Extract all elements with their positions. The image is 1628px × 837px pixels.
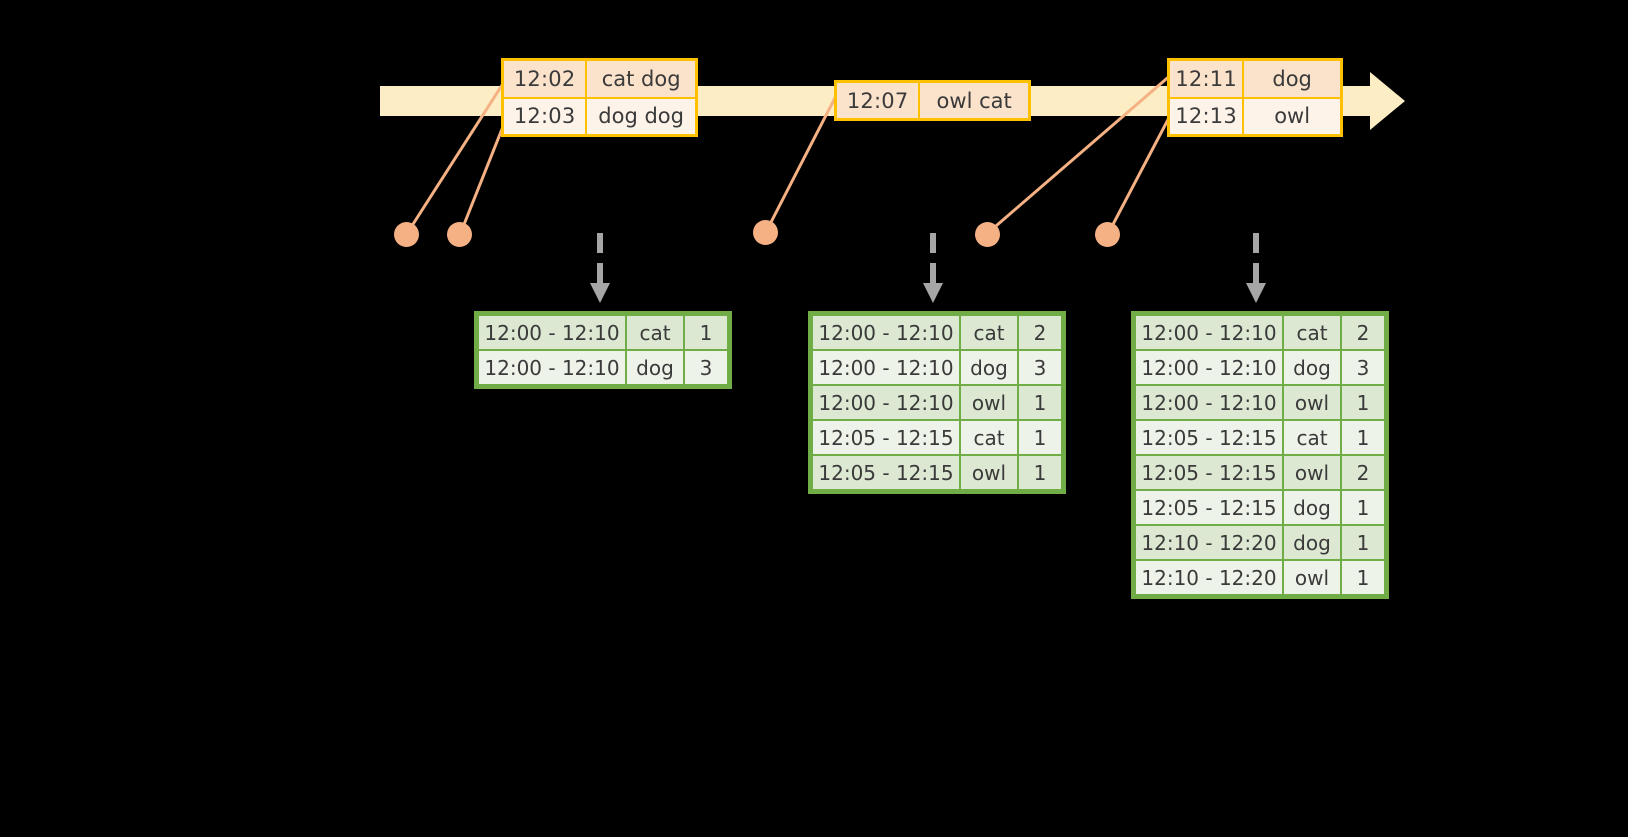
count-cell: 1 [1019, 456, 1061, 489]
word-cell: owl [961, 456, 1017, 489]
event-marker-dot[interactable] [394, 222, 419, 247]
count-cell: 1 [685, 316, 727, 349]
window-cell: 12:00 - 12:10 [479, 351, 625, 384]
event-time: 12:13 [1170, 98, 1245, 134]
word-cell: owl [1284, 456, 1340, 489]
window-cell: 12:05 - 12:15 [1136, 491, 1282, 524]
event-marker-dot[interactable] [447, 222, 472, 247]
dashed-down-arrow-icon [923, 233, 943, 303]
event-marker-dot[interactable] [975, 222, 1000, 247]
word-cell: cat [1284, 421, 1340, 454]
event-row: 12:07 owl cat [837, 83, 1028, 118]
count-cell: 1 [1342, 561, 1384, 594]
count-cell: 1 [1019, 421, 1061, 454]
word-cell: dog [1284, 351, 1340, 384]
event-marker-dot[interactable] [753, 220, 778, 245]
count-cell: 1 [1342, 491, 1384, 524]
word-cell: cat [961, 316, 1017, 349]
event-time: 12:11 [1170, 61, 1245, 97]
window-cell: 12:00 - 12:10 [479, 316, 625, 349]
window-cell: 12:00 - 12:10 [813, 316, 959, 349]
window-cell: 12:00 - 12:10 [1136, 351, 1282, 384]
window-cell: 12:00 - 12:10 [813, 386, 959, 419]
event-row: 12:02 cat dog [504, 61, 695, 97]
window-cell: 12:10 - 12:20 [1136, 526, 1282, 559]
word-cell: dog [961, 351, 1017, 384]
event-box-group-3[interactable]: 12:11 dog 12:13 owl [1167, 58, 1343, 137]
event-row: 12:11 dog [1170, 61, 1340, 97]
dashed-down-arrow-icon [1246, 233, 1266, 303]
word-cell: cat [961, 421, 1017, 454]
event-words: owl [1274, 104, 1311, 129]
window-cell: 12:05 - 12:15 [1136, 456, 1282, 489]
event-time: 12:07 [837, 83, 921, 118]
timeline-arrow-head-icon [1370, 72, 1405, 130]
count-cell: 3 [685, 351, 727, 384]
event-box-group-1[interactable]: 12:02 cat dog 12:03 dog dog [501, 58, 698, 137]
count-cell: 2 [1019, 316, 1061, 349]
event-row: 12:03 dog dog [504, 96, 695, 134]
event-box-group-2[interactable]: 12:07 owl cat [834, 80, 1031, 121]
event-time: 12:03 [504, 98, 588, 134]
count-cell: 3 [1019, 351, 1061, 384]
word-cell: owl [1284, 561, 1340, 594]
window-cell: 12:10 - 12:20 [1136, 561, 1282, 594]
word-cell: dog [627, 351, 683, 384]
count-cell: 2 [1342, 456, 1384, 489]
event-row: 12:13 owl [1170, 96, 1340, 134]
event-words: owl cat [936, 88, 1012, 113]
window-cell: 12:00 - 12:10 [813, 351, 959, 384]
word-cell: owl [961, 386, 1017, 419]
word-cell: dog [1284, 491, 1340, 524]
count-cell: 1 [1342, 526, 1384, 559]
window-cell: 12:00 - 12:10 [1136, 316, 1282, 349]
event-marker-dot[interactable] [1095, 222, 1120, 247]
event-words: cat dog [601, 66, 681, 91]
word-cell: dog [1284, 526, 1340, 559]
count-cell: 2 [1342, 316, 1384, 349]
word-cell: owl [1284, 386, 1340, 419]
word-cell: cat [627, 316, 683, 349]
window-cell: 12:00 - 12:10 [1136, 386, 1282, 419]
event-time: 12:02 [504, 61, 588, 97]
window-cell: 12:05 - 12:15 [813, 456, 959, 489]
count-cell: 1 [1019, 386, 1061, 419]
dashed-down-arrow-icon [590, 233, 610, 303]
count-cell: 1 [1342, 421, 1384, 454]
window-cell: 12:05 - 12:15 [1136, 421, 1282, 454]
count-cell: 3 [1342, 351, 1384, 384]
event-words: dog [1272, 66, 1312, 91]
window-cell: 12:05 - 12:15 [813, 421, 959, 454]
word-cell: cat [1284, 316, 1340, 349]
count-cell: 1 [1342, 386, 1384, 419]
event-words: dog dog [598, 104, 684, 129]
